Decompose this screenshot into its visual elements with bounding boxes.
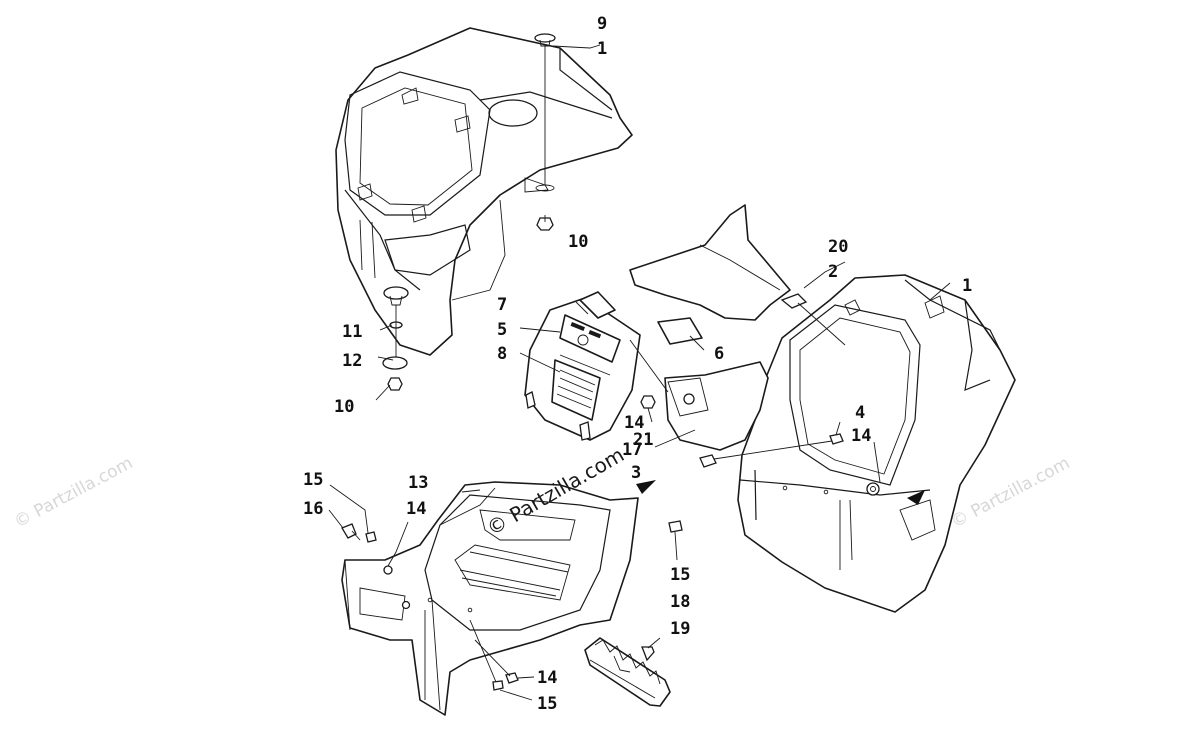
callout-8: 8 [497,344,507,364]
pad-6 [657,317,703,345]
foot-peg [584,637,671,707]
callout-labels: 9 1 10 11 12 10 7 5 8 20 2 1 6 4 14 14 2… [303,14,972,714]
callout-16: 16 [303,499,323,519]
callout-20: 20 [828,237,848,257]
callout-5: 5 [497,320,507,340]
callout-17: 17 [622,440,642,460]
watermark-left: © Partzilla.com [11,453,136,532]
callout-10-upper: 10 [568,232,588,252]
callout-15-lower: 15 [537,694,557,714]
callout-9: 9 [597,14,607,34]
rear-fender [737,274,1016,613]
callout-18: 18 [670,592,690,612]
callout-15-left: 15 [303,470,323,490]
callout-11: 11 [342,322,362,342]
callout-21: 21 [633,430,653,450]
hardware [341,33,925,691]
callout-6: 6 [714,344,724,364]
callout-4: 4 [855,403,865,423]
footwell [341,481,639,716]
callout-1-rear: 1 [962,276,972,296]
callout-12: 12 [342,351,362,371]
callout-13: 13 [408,473,428,493]
front-fender [335,27,633,356]
callout-19: 19 [670,619,690,639]
side-panel-17 [664,361,769,451]
leader-lines [328,44,951,701]
callout-15-right: 15 [670,565,690,585]
access-cover [524,291,641,441]
heat-shield [629,204,791,321]
callout-14-footwell: 14 [406,499,426,519]
callout-7: 7 [497,295,507,315]
callout-3: 3 [631,463,641,483]
callout-14-rear: 14 [851,426,871,446]
callout-14-panel: 14 [624,413,644,433]
callout-2: 2 [828,262,838,282]
callout-10-lower: 10 [334,397,354,417]
callout-1-front: 1 [597,39,607,59]
callout-14-lower: 14 [537,668,557,688]
